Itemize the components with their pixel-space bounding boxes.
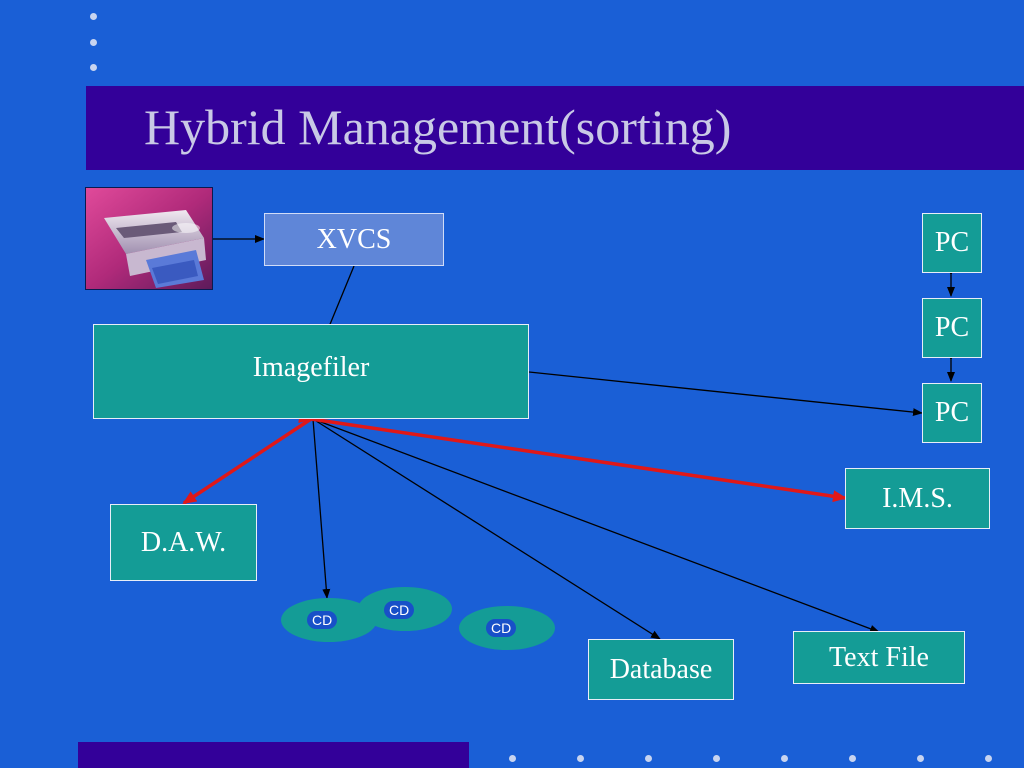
ims-box: I.M.S. bbox=[845, 468, 990, 529]
pc-box: PC bbox=[922, 298, 982, 358]
decor-dot bbox=[781, 755, 788, 762]
decor-dot bbox=[509, 755, 516, 762]
cd-label: CD bbox=[384, 601, 415, 619]
decor-dot bbox=[90, 64, 97, 71]
title-band bbox=[86, 86, 1024, 170]
pc-box: PC bbox=[922, 383, 982, 443]
arrow-imagefiler-daw bbox=[182, 407, 325, 505]
arrow-imagefiler-to-pc bbox=[528, 371, 923, 417]
decor-dot bbox=[713, 755, 720, 762]
slide-title: Hybrid Management(sorting) bbox=[144, 99, 732, 155]
arrow-imagefiler-to-cd bbox=[312, 418, 331, 599]
arrow-xvcs-to-imagefiler bbox=[325, 265, 355, 335]
cd-label: CD bbox=[486, 619, 517, 637]
bottom-band bbox=[78, 742, 469, 768]
decor-dot bbox=[90, 13, 97, 20]
imagefiler-box: Imagefiler bbox=[93, 324, 529, 419]
decor-dot bbox=[917, 755, 924, 762]
text-file-box: Text File bbox=[793, 631, 965, 684]
decor-dot bbox=[849, 755, 856, 762]
daw-box: D.A.W. bbox=[110, 504, 257, 581]
xvcs-box: XVCS bbox=[264, 213, 444, 266]
pc-box: PC bbox=[922, 213, 982, 273]
database-box: Database bbox=[588, 639, 734, 700]
decor-dot bbox=[645, 755, 652, 762]
decor-dot bbox=[90, 39, 97, 46]
decor-dot bbox=[985, 755, 992, 762]
scanner-image bbox=[85, 187, 213, 290]
cd-label: CD bbox=[307, 611, 338, 629]
arrow-imagefiler-ims bbox=[298, 411, 847, 503]
decor-dot bbox=[577, 755, 584, 762]
